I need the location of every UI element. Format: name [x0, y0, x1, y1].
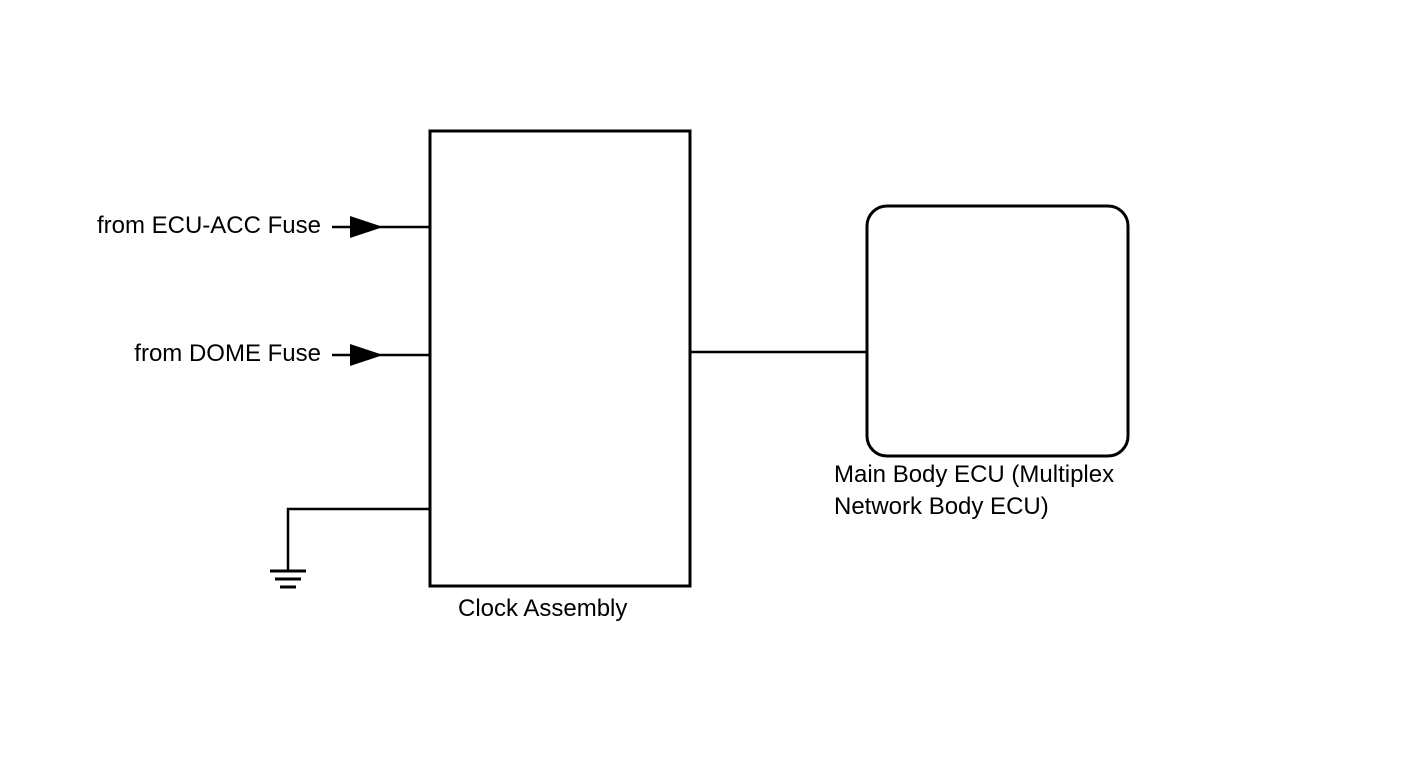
main-body-ecu-label-line1: Main Body ECU (Multiplex	[834, 461, 1115, 488]
dome-arrow-icon	[350, 344, 383, 366]
dome-fuse-label: from DOME Fuse	[134, 340, 321, 367]
ecu-acc-fuse-label: from ECU-ACC Fuse	[96, 212, 321, 239]
ecu-acc-arrow-icon	[350, 216, 383, 238]
main-body-ecu-label-line2: Network Body ECU)	[834, 493, 1049, 520]
ground-wire	[286, 507, 430, 571]
main-body-ecu-box	[865, 204, 1130, 458]
clock-assembly-label: Clock Assembly	[458, 595, 628, 622]
clock-assembly-box	[428, 129, 692, 588]
ground-icon	[270, 569, 306, 589]
